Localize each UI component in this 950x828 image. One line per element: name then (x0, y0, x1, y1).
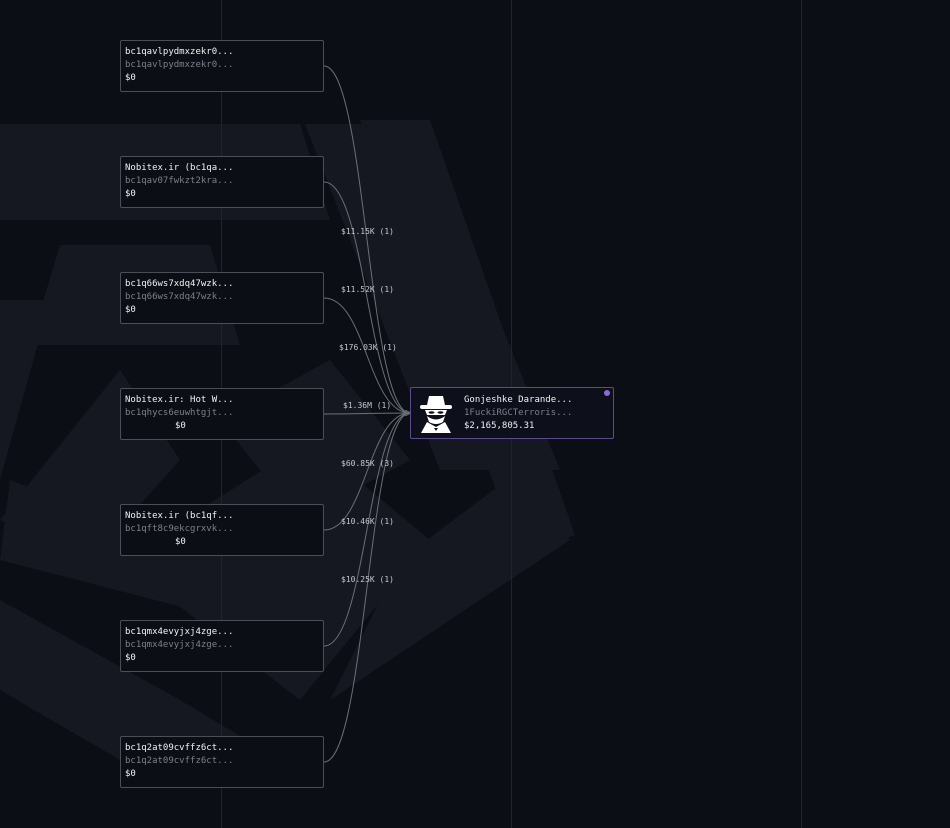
spy-icon (420, 396, 452, 433)
node-balance: $0 (125, 73, 136, 83)
node-title: Nobitex.ir (bc1qf... (125, 511, 234, 521)
node-balance: $0 (125, 769, 136, 779)
edge (323, 65, 410, 413)
node-balance: $0 (125, 305, 136, 315)
address-node[interactable]: bc1q66ws7xdq47wzk... bc1q66ws7xdq47wzk..… (120, 272, 324, 324)
node-balance: $2,165,805.31 (464, 421, 535, 431)
node-balance: $0 (125, 653, 136, 663)
edge-amount-label[interactable]: $11.52K (1) (341, 285, 394, 294)
column-divider (801, 0, 802, 828)
edge-amount-label[interactable]: $10.25K (1) (341, 575, 394, 584)
address-node[interactable]: Nobitex.ir (bc1qa... bc1qav07fwkzt2kra..… (120, 156, 324, 208)
node-title: Nobitex.ir (bc1qa... (125, 163, 234, 173)
node-address: bc1qft8c9ekcgrxvk... (125, 524, 234, 534)
node-address: bc1q2at09cvffz6ct... (125, 756, 234, 766)
node-balance: $0 (175, 421, 186, 431)
node-title: bc1qmx4evyjxj4zge... (125, 627, 234, 637)
node-address: bc1qmx4evyjxj4zge... (125, 640, 234, 650)
node-title: bc1q2at09cvffz6ct... (125, 743, 234, 753)
edge (323, 181, 411, 414)
address-node[interactable]: bc1qavlpydmxzekr0... bc1qavlpydmxzekr0..… (120, 40, 324, 92)
node-address: 1FuckiRGCTerroris... (464, 408, 573, 418)
node-title: Gonjeshke Darande... (464, 395, 573, 405)
address-node[interactable]: Nobitex.ir: Hot W... bc1qhycs6euwhtgjt..… (120, 388, 324, 440)
status-dot (604, 390, 610, 396)
address-node[interactable]: bc1qmx4evyjxj4zge... bc1qmx4evyjxj4zge..… (120, 620, 324, 672)
edge-amount-label[interactable]: $11.15K (1) (341, 227, 394, 236)
address-node[interactable]: Nobitex.ir (bc1qf... bc1qft8c9ekcgrxvk..… (120, 504, 324, 556)
edge-amount-label[interactable]: $1.36M (1) (343, 401, 392, 410)
address-node[interactable]: bc1q2at09cvffz6ct... bc1q2at09cvffz6ct..… (120, 736, 324, 788)
node-title: bc1qavlpydmxzekr0... (125, 47, 234, 57)
edge (323, 412, 411, 415)
entity-node-target[interactable]: Gonjeshke Darande... 1FuckiRGCTerroris..… (410, 387, 614, 439)
node-address: bc1qavlpydmxzekr0... (125, 60, 234, 70)
edge-amount-label[interactable]: $176.03K (1) (339, 343, 397, 352)
edge-amount-label[interactable]: $10.46K (1) (341, 517, 394, 526)
node-balance: $0 (175, 537, 186, 547)
edge-amount-label[interactable]: $60.85K (3) (341, 459, 394, 468)
node-address: bc1q66ws7xdq47wzk... (125, 292, 234, 302)
edge (323, 412, 411, 647)
node-address: bc1qhycs6euwhtgjt... (125, 408, 234, 418)
edge (323, 412, 411, 531)
node-address: bc1qav07fwkzt2kra... (125, 176, 234, 186)
node-title: bc1q66ws7xdq47wzk... (125, 279, 234, 289)
edge (323, 297, 411, 414)
node-balance: $0 (125, 189, 136, 199)
edge (323, 412, 411, 763)
node-title: Nobitex.ir: Hot W... (125, 395, 234, 405)
